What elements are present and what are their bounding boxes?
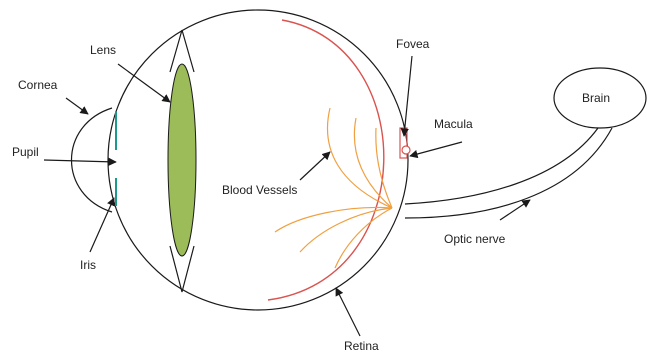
label-retina: Retina	[344, 339, 379, 353]
arrow-fovea	[404, 56, 412, 136]
label-brain: Brain	[582, 91, 610, 105]
optic-nerve-bottom	[405, 128, 612, 218]
label-optic-nerve: Optic nerve	[444, 232, 505, 246]
label-lens: Lens	[90, 43, 116, 57]
arrow-lens	[118, 64, 170, 102]
label-cornea: Cornea	[18, 78, 57, 92]
optic-nerve-top	[405, 128, 598, 204]
macula-mark	[402, 146, 410, 154]
label-iris: Iris	[80, 258, 96, 272]
arrow-iris	[90, 198, 114, 252]
lens-shape	[168, 64, 196, 256]
label-fovea: Fovea	[396, 37, 429, 51]
retina-line	[268, 20, 384, 300]
arrow-macula	[410, 142, 462, 156]
arrow-retina	[336, 288, 360, 336]
eyeball-outline	[108, 10, 408, 310]
arrow-pupil	[44, 160, 116, 162]
arrow-cornea	[66, 98, 88, 114]
cornea-shape	[72, 108, 113, 212]
label-pupil: Pupil	[12, 145, 39, 159]
label-blood-vessels: Blood Vessels	[222, 183, 297, 197]
label-macula: Macula	[434, 117, 473, 131]
arrow-blood-vessels	[300, 152, 330, 180]
